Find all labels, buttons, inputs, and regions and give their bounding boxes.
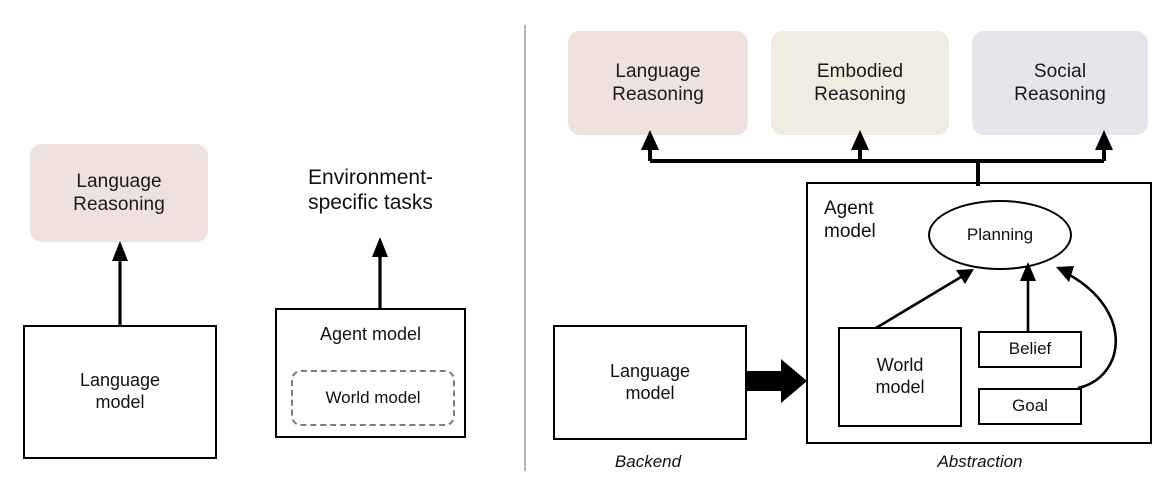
left-world-model-box: World model	[291, 370, 455, 426]
right-agent-model-box	[806, 182, 1152, 444]
right-world-model-box: World model	[838, 327, 962, 427]
left-language-model-line2: model	[95, 392, 145, 412]
right-social-reasoning-line2: Reasoning	[1014, 84, 1106, 105]
left-arrow-model-to-reasoning	[112, 241, 128, 328]
caption-abstraction: Abstraction	[895, 452, 1065, 472]
left-arrow-agent-to-tasks	[372, 237, 388, 310]
right-goal-label: Goal	[1012, 396, 1048, 416]
right-fanout-connector	[641, 130, 1113, 186]
right-agent-model-line1: Agent	[824, 198, 874, 219]
left-agent-model-label: Agent model	[319, 324, 422, 344]
panel-divider	[524, 25, 526, 471]
right-goal-box: Goal	[978, 388, 1082, 425]
right-embodied-reasoning-line2: Reasoning	[814, 84, 906, 105]
right-world-model-line1: World	[876, 355, 924, 376]
caption-backend-text: Backend	[614, 452, 682, 471]
right-backend-to-abstraction-arrow	[745, 359, 807, 403]
right-embodied-reasoning-line1: Embodied	[816, 60, 904, 82]
right-belief-box: Belief	[978, 331, 1082, 368]
left-world-model-label: World model	[325, 388, 421, 407]
right-language-model-line2: model	[625, 382, 675, 403]
caption-abstraction-text: Abstraction	[937, 452, 1023, 471]
left-environment-tasks-label: Environment- specific tasks	[268, 165, 473, 215]
right-social-reasoning-line1: Social	[1033, 60, 1087, 82]
right-belief-label: Belief	[1008, 339, 1052, 359]
right-planning-input-arrows	[875, 262, 1118, 390]
left-language-reasoning-line1: Language	[76, 170, 162, 192]
right-world-model-line2: model	[875, 377, 925, 397]
caption-backend: Backend	[573, 452, 723, 472]
left-language-reasoning-box: Language Reasoning	[30, 144, 208, 242]
right-language-reasoning-box: Language Reasoning	[568, 31, 748, 135]
right-language-model-box: Language model	[553, 325, 747, 440]
right-agent-model-line2: model	[824, 220, 876, 242]
left-env-tasks-line2: specific tasks	[308, 191, 433, 215]
right-social-reasoning-box: Social Reasoning	[972, 31, 1148, 135]
right-language-model-line1: Language	[609, 360, 691, 381]
right-language-reasoning-line1: Language	[615, 60, 701, 82]
left-env-tasks-line1: Environment-	[308, 166, 433, 189]
right-language-reasoning-line2: Reasoning	[612, 84, 704, 105]
right-embodied-reasoning-box: Embodied Reasoning	[771, 31, 949, 135]
left-language-reasoning-line2: Reasoning	[73, 194, 165, 215]
right-agent-model-label: Agent model	[824, 198, 914, 244]
left-language-model-box: Language model	[23, 325, 217, 459]
left-language-model-line1: Language	[79, 370, 161, 391]
